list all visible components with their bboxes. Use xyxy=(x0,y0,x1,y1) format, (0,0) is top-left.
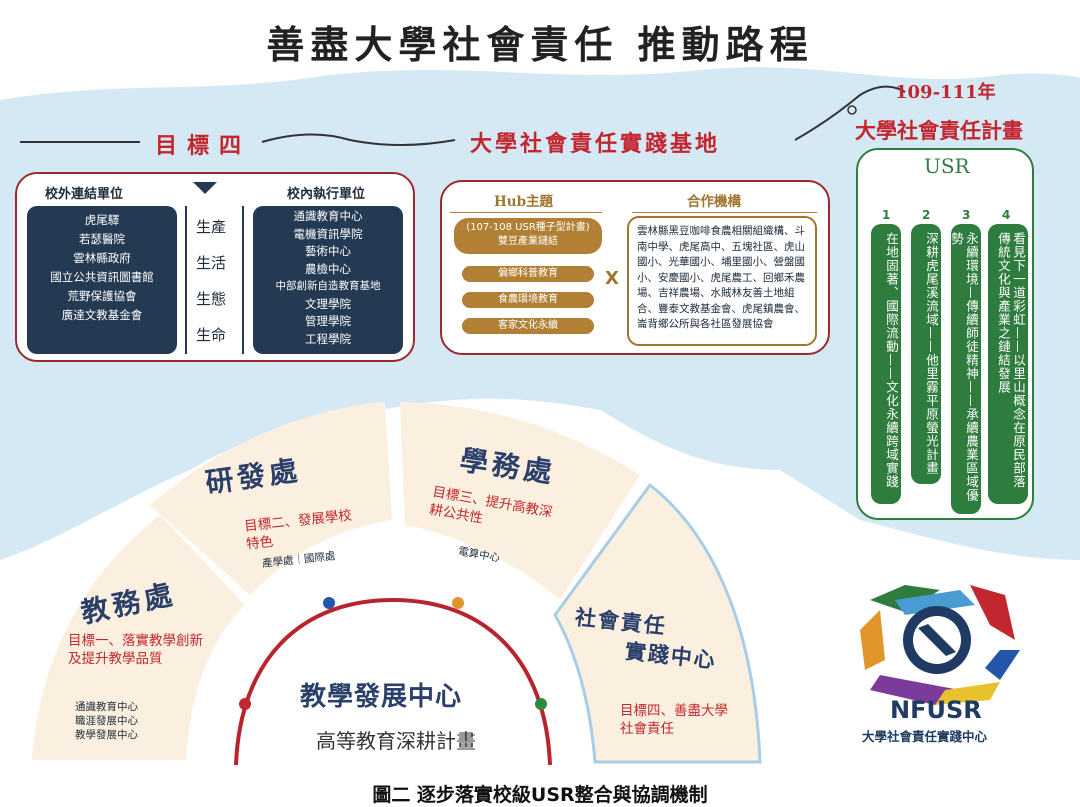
logo-text: NFUSR xyxy=(890,696,982,724)
partner-rule xyxy=(632,212,817,213)
partner-header: 合作機構 xyxy=(687,194,741,210)
goal-four-box: 校外連結單位 校內執行單位 虎尾驛 若瑟醫院 雲林縣政府 國立公共資訊圖書館 荒… xyxy=(15,172,415,362)
usr-item-number: 1 xyxy=(882,208,891,222)
aim-item: 生活 xyxy=(195,254,226,272)
external-unit: 若瑟醫院 xyxy=(79,232,125,246)
academic-affairs-subunits: 通識教育中心 職涯發展中心 教學發展中心 xyxy=(75,700,165,742)
usr-item-number: 2 xyxy=(922,208,931,222)
arch-research xyxy=(150,402,392,595)
hub-box: Hub主題 合作機構 (107-108 USR種子型計畫) 雙豆產業鏈結 偏鄉科… xyxy=(440,180,830,355)
aim-item: 生產 xyxy=(195,218,226,236)
external-unit: 虎尾驛 xyxy=(84,213,120,227)
usr-item-number: 3 xyxy=(962,208,971,222)
base-heading: 大學社會責任實踐基地 xyxy=(470,131,721,157)
hub-item: 偏鄉科普教育 xyxy=(462,266,594,282)
internal-unit: 通識教育中心 xyxy=(293,209,363,223)
teaching-center-name: 教學發展中心 xyxy=(300,682,463,712)
partners-list: 雲林縣黑豆咖啡食農相關組織構、斗南中學、虎尾高中、五塊社區、虎山國小、光華國小、… xyxy=(627,216,817,346)
aim-item: 生命 xyxy=(195,326,226,344)
teaching-plan: 高等教育深耕計畫 xyxy=(316,729,476,753)
hub-main-pill: (107-108 USR種子型計畫) 雙豆產業鏈結 xyxy=(454,218,602,254)
internal-units-panel: 通識教育中心 電機資訊學院 藝術中心 農檢中心 中部創新自造教育基地 文理學院 … xyxy=(253,206,403,354)
teaching-arc xyxy=(234,597,552,766)
arch-student xyxy=(400,402,640,600)
internal-header: 校內執行單位 xyxy=(287,187,366,202)
usr-item: 深耕虎尾溪流域——他里霧平原螢光計畫 xyxy=(911,224,941,484)
external-header: 校外連結單位 xyxy=(45,187,124,202)
internal-unit: 中部創新自造教育基地 xyxy=(275,280,381,292)
usr-item: 看見下一道彩虹——以里山概念在原民部落傳統文化與產業之鏈結發展 xyxy=(988,224,1028,504)
external-unit: 國立公共資訊圖書館 xyxy=(50,270,154,284)
logo-subtitle: 大學社會責任實踐中心 xyxy=(862,729,988,744)
goal-four-heading: 目標四 xyxy=(155,133,252,159)
internal-unit: 管理學院 xyxy=(305,314,351,328)
arch-academic xyxy=(32,515,245,760)
internal-unit: 工程學院 xyxy=(305,331,351,346)
arch-usr xyxy=(553,482,762,764)
divider-right xyxy=(242,206,244,354)
internal-unit: 藝術中心 xyxy=(305,244,351,258)
aim-item: 生態 xyxy=(195,290,226,308)
nfusr-logo-mark xyxy=(860,585,1020,705)
external-unit: 雲林縣政府 xyxy=(73,251,131,265)
external-units-panel: 虎尾驛 若瑟醫院 雲林縣政府 國立公共資訊圖書館 荒野保護協會 廣達文教基金會 xyxy=(27,206,177,354)
external-unit: 廣達文教基金會 xyxy=(61,308,143,322)
subunit: 通識教育中心 xyxy=(75,701,138,713)
hub-item: 客家文化永續 xyxy=(462,318,594,334)
hub-header: Hub主題 xyxy=(494,194,554,210)
subunit: 職涯發展中心 xyxy=(75,715,138,727)
usr-item: 在地固著、國際流動——文化永續跨域實踐 xyxy=(871,224,901,504)
plan-heading: 大學社會責任計畫 xyxy=(855,118,1023,143)
hub-item: 食農環境教育 xyxy=(462,292,594,308)
page-title: 善盡大學社會責任 推動路程 xyxy=(266,22,814,67)
cross-mark: X xyxy=(605,268,619,289)
figure-caption: 圖二 逐步落實校級USR整合與協調機制 xyxy=(372,784,708,806)
academic-affairs-goal: 目標一、落實教學創新及提升教學品質 xyxy=(68,633,203,667)
plan-years: 109-111年 xyxy=(895,82,996,103)
usr-label: USR xyxy=(924,154,970,178)
external-unit: 荒野保護協會 xyxy=(67,289,137,303)
usr-item-number: 4 xyxy=(1002,208,1011,222)
hub-rule xyxy=(450,212,602,213)
usr-center-goal: 目標四、善盡大學社會責任 xyxy=(620,703,728,737)
internal-unit: 文理學院 xyxy=(305,296,351,311)
internal-unit: 電機資訊學院 xyxy=(293,226,363,241)
usr-item: 永續環境—傳續師徒精神——承續農業區域優勢 xyxy=(949,224,981,514)
hub-main-line1: (107-108 USR種子型計畫) xyxy=(466,222,590,233)
usr-plan-box: USR 1 2 3 4 在地固著、國際流動——文化永續跨域實踐 深耕虎尾溪流域—… xyxy=(856,148,1034,520)
internal-unit: 農檢中心 xyxy=(305,261,351,276)
subunit: 教學發展中心 xyxy=(75,729,138,741)
divider-left xyxy=(185,206,187,354)
triangle-down-icon xyxy=(193,182,217,194)
hub-main-line2: 雙豆產業鏈結 xyxy=(498,236,558,247)
